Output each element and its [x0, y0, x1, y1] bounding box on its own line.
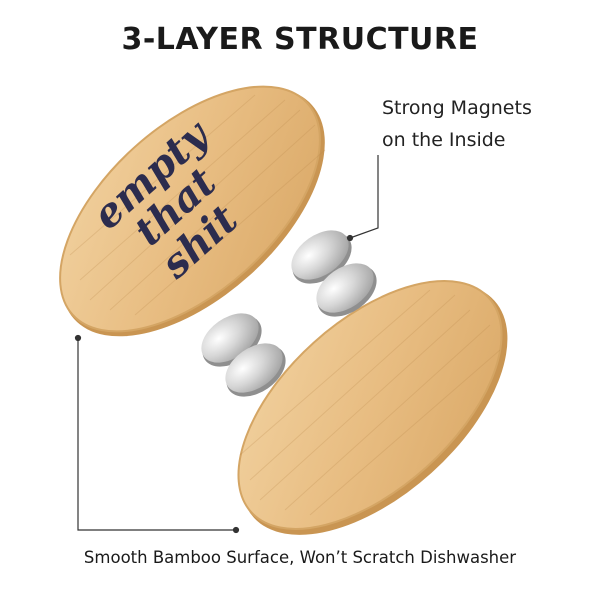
magnet-icon: [316, 263, 377, 317]
magnets-annotation-line2: on the Inside: [382, 129, 506, 151]
magnets-callout-line: [346, 155, 379, 242]
surface-callout-line: [74, 334, 240, 534]
magnets-annotation-line1: Strong Magnets: [382, 97, 532, 119]
surface-annotation: Smooth Bamboo Surface, Won’t Scratch Dis…: [83, 548, 517, 567]
bottom-bamboo-disc: [237, 280, 508, 535]
page-title: 3-LAYER STRUCTURE: [121, 22, 479, 57]
magnets-annotation: Strong Magnets on the Inside: [382, 92, 592, 156]
magnet-icon: [225, 343, 286, 397]
top-bamboo-disc: empty that shit: [59, 85, 326, 337]
magnets: [201, 230, 377, 397]
